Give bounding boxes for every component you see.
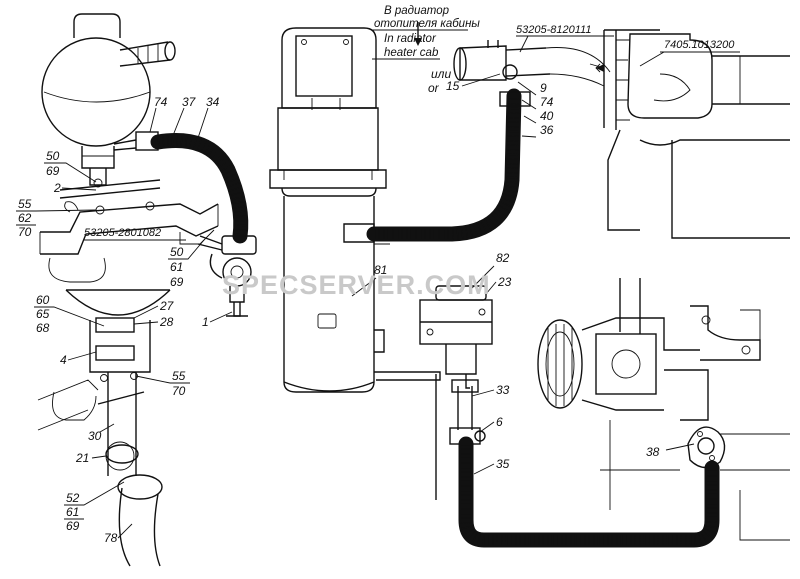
expansion-tank-assembly	[39, 13, 219, 283]
callout-15: 15	[446, 79, 460, 93]
callout-61b: 61	[66, 505, 79, 519]
callout-69c: 69	[66, 519, 80, 533]
callout-70: 70	[18, 225, 32, 239]
callout-60: 60	[36, 293, 50, 307]
callout-28: 28	[159, 315, 174, 329]
callout-82: 82	[496, 251, 510, 265]
callout-50b: 50	[170, 245, 184, 259]
callout-36: 36	[540, 123, 554, 137]
part-number-bracket: 53205-2801082	[84, 227, 161, 239]
callout-69: 69	[46, 164, 60, 178]
caption-en-line1: In radiator	[384, 33, 437, 45]
callout-50: 50	[46, 149, 60, 163]
alt-label-ru: или	[431, 67, 451, 81]
callout-30: 30	[88, 429, 102, 443]
callout-4: 4	[60, 353, 67, 367]
part-number-pump: 7405.1013200	[664, 39, 735, 51]
callout-40: 40	[540, 109, 554, 123]
callout-55b: 55	[172, 369, 186, 383]
part-number-valve: 53205-8120111	[516, 24, 591, 36]
callout-61: 61	[170, 260, 183, 274]
callout-55: 55	[18, 197, 32, 211]
callout-74: 74	[154, 95, 168, 109]
callouts: 74 37 34 50 69 2 55 62 70 50 61 69 1 60 …	[16, 73, 695, 545]
callout-74b: 74	[540, 95, 554, 109]
engine-pump-7405	[589, 29, 790, 239]
engine-block	[537, 278, 790, 541]
callout-9: 9	[540, 81, 547, 95]
hose-34	[150, 133, 249, 244]
hose-35	[374, 371, 720, 548]
callout-70b: 70	[172, 384, 186, 398]
callout-1: 1	[202, 315, 209, 329]
callout-68: 68	[36, 321, 50, 335]
callout-21: 21	[75, 451, 89, 465]
drain-tap-1	[197, 235, 257, 317]
callout-34: 34	[206, 95, 220, 109]
callout-81: 81	[374, 263, 387, 277]
callout-52: 52	[66, 491, 80, 505]
callout-2: 2	[53, 181, 61, 195]
callout-78: 78	[104, 531, 118, 545]
callout-33: 33	[496, 383, 510, 397]
callout-69b: 69	[170, 275, 184, 289]
hose-36	[343, 88, 531, 243]
callout-62: 62	[18, 211, 32, 225]
alt-label-en: or	[428, 81, 440, 95]
lower-pipe-assembly	[37, 289, 171, 567]
callout-38: 38	[646, 445, 660, 459]
heater-unit-81	[269, 27, 390, 393]
caption-ru-line1: В радиатор	[384, 5, 450, 17]
callout-6: 6	[496, 415, 503, 429]
watermark: SPECSERVER.COM	[222, 270, 491, 300]
callout-65: 65	[36, 307, 50, 321]
coupling-block-82	[419, 285, 493, 375]
caption-en-line2: heater cab	[384, 47, 439, 59]
callout-35: 35	[496, 457, 510, 471]
callout-23: 23	[497, 275, 512, 289]
callout-27: 27	[159, 299, 175, 313]
valve-8120111	[414, 22, 611, 87]
caption-ru-line2: отопителя кабины	[374, 18, 480, 30]
callout-37: 37	[182, 95, 197, 109]
